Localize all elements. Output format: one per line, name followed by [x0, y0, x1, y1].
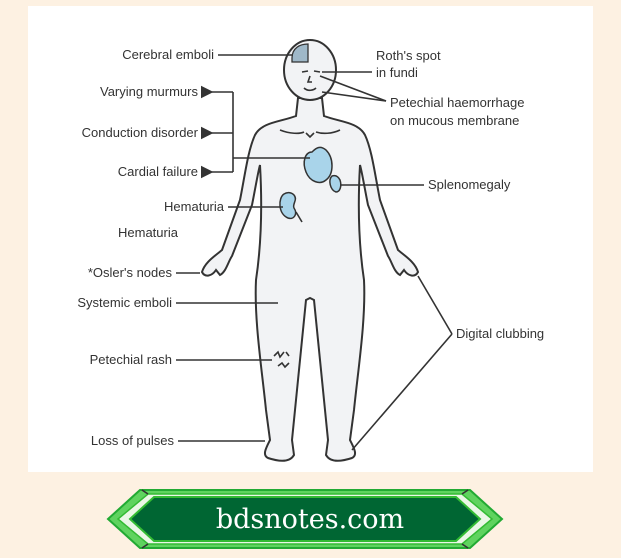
label-petechial-haemorrhage-2: on mucous membrane — [390, 113, 519, 128]
label-varying-murmurs: Varying murmurs — [100, 84, 199, 99]
label-digital-clubbing: Digital clubbing — [456, 326, 544, 341]
label-systemic-emboli: Systemic emboli — [77, 295, 172, 310]
label-loss-of-pulses: Loss of pulses — [91, 433, 175, 448]
label-cardial-failure: Cardial failure — [118, 164, 198, 179]
site-banner[interactable]: bdsnotes.com — [106, 489, 504, 549]
heart-icon — [303, 146, 333, 184]
label-hematuria-2: Hematuria — [118, 225, 179, 240]
label-roths-spot: Roth's spot — [376, 48, 441, 63]
spleen-icon — [329, 174, 342, 193]
petechial-rash-marks — [273, 350, 290, 369]
label-petechial-rash: Petechial rash — [90, 352, 172, 367]
clavicles — [279, 129, 341, 139]
label-conduction-disorder: Conduction disorder — [82, 125, 199, 140]
body-outline — [200, 97, 420, 462]
kidney-icon — [279, 191, 297, 220]
banner-text: bdsnotes.com — [216, 504, 404, 535]
label-cerebral-emboli: Cerebral emboli — [122, 47, 214, 62]
face-features — [301, 70, 321, 92]
brain-emboli — [291, 43, 309, 63]
ureter — [295, 211, 303, 223]
label-petechial-haemorrhage: Petechial haemorrhage — [390, 95, 524, 110]
label-roths-spot-2: in fundi — [376, 65, 418, 80]
label-hematuria: Hematuria — [164, 199, 225, 214]
label-splenomegaly: Splenomegaly — [428, 177, 511, 192]
label-oslers-nodes: *Osler's nodes — [88, 265, 173, 280]
